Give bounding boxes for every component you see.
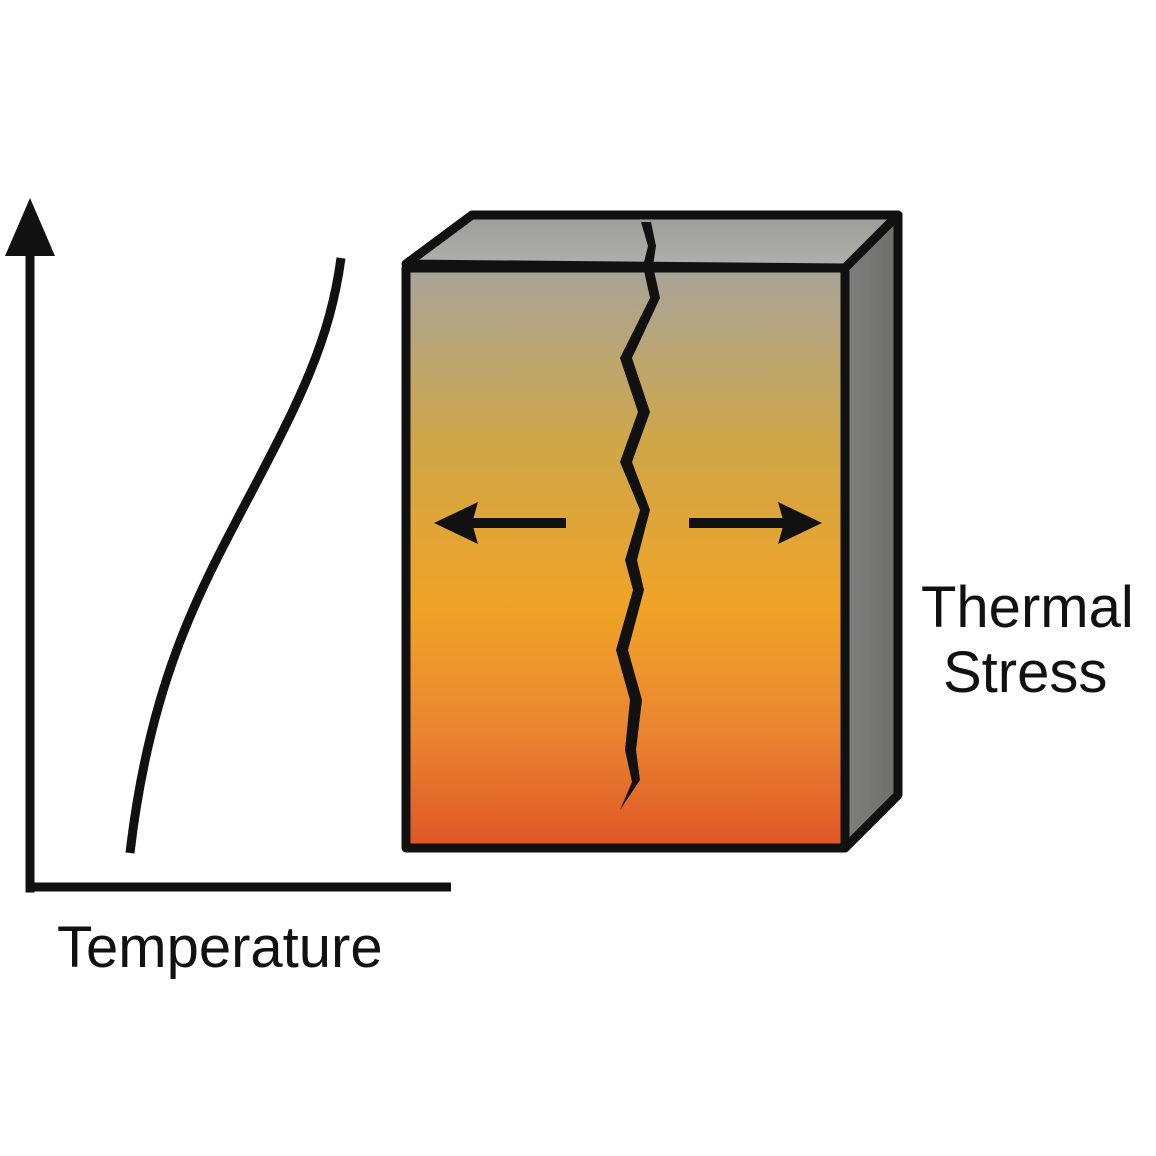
arrow-right-icon xyxy=(689,502,822,544)
block-side-face xyxy=(840,210,903,853)
x-axis-label: Temperature xyxy=(57,915,383,980)
material-block xyxy=(401,210,903,853)
arrow-left-icon xyxy=(434,502,566,544)
stress-label-line1: Thermal xyxy=(921,575,1134,640)
stress-label-line2: Stress xyxy=(943,640,1107,705)
crack-icon xyxy=(616,222,660,810)
arrow-up-icon xyxy=(5,198,55,256)
axes xyxy=(5,198,451,893)
temperature-curve xyxy=(125,257,346,854)
